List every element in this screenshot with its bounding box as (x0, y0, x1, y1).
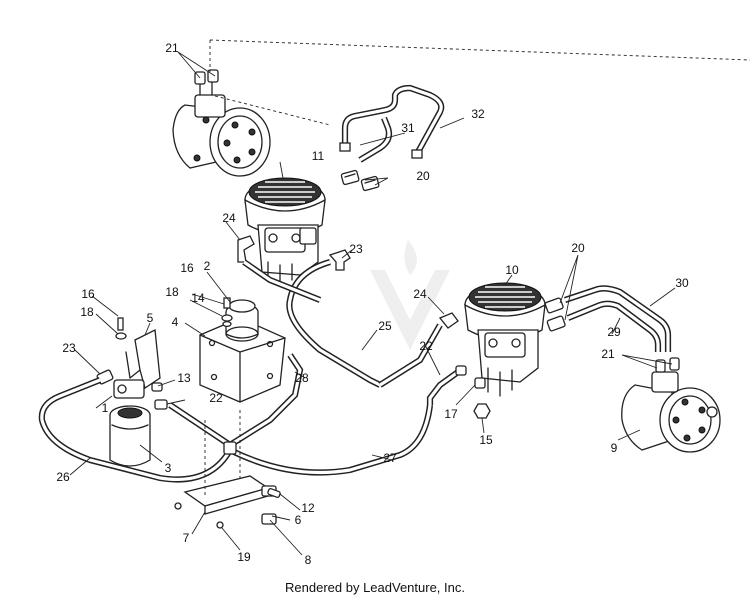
leader-lines (69, 51, 676, 556)
callout-14: 14 (191, 291, 205, 305)
callout-17: 17 (444, 407, 458, 421)
callout-28: 28 (295, 371, 309, 385)
elbow-fitting-24-right[interactable] (438, 312, 459, 329)
callout-3: 3 (165, 461, 172, 475)
nut-15[interactable] (473, 403, 491, 419)
bolt-7-left (174, 502, 182, 510)
filter-adaptor[interactable] (96, 369, 145, 399)
bolt-12[interactable] (267, 488, 281, 498)
callout-1: 1 (102, 401, 109, 415)
callout-18-alt-1: 18 (165, 285, 179, 299)
hydro-pump-right[interactable] (464, 282, 546, 397)
callout-labels: 1234567891011121314151616171818192020212… (56, 41, 689, 567)
callout-27: 27 (383, 451, 397, 465)
callout-15: 15 (479, 433, 493, 447)
callout-16: 16 (180, 261, 194, 275)
callout-6: 6 (295, 513, 302, 527)
callout-8: 8 (305, 553, 312, 567)
hoses[interactable] (38, 259, 460, 483)
callout-30: 30 (675, 276, 689, 290)
callout-19: 19 (237, 550, 251, 564)
bolt-16-reservoir[interactable] (221, 297, 233, 328)
callout-18: 18 (80, 305, 94, 319)
callout-22-alt-1: 22 (419, 339, 433, 353)
callout-9: 9 (611, 441, 618, 455)
callout-20: 20 (416, 169, 430, 183)
callout-20-alt-1: 20 (571, 241, 585, 255)
callout-31: 31 (401, 121, 415, 135)
wheel-motor-right[interactable] (621, 357, 721, 453)
callout-21: 21 (165, 41, 179, 55)
bolt-16-left[interactable] (115, 317, 127, 340)
callout-10: 10 (505, 263, 519, 277)
callout-25: 25 (378, 319, 392, 333)
watermark-logo (330, 230, 490, 380)
fittings-20-right[interactable] (544, 297, 566, 332)
callout-5: 5 (147, 311, 154, 325)
callout-24: 24 (222, 211, 236, 225)
hose-clamp-22-left[interactable] (154, 399, 168, 410)
callout-23: 23 (62, 341, 76, 355)
wheel-motor-left[interactable] (172, 69, 271, 177)
hose-clamp-22-right[interactable] (455, 365, 467, 376)
callout-12: 12 (301, 501, 315, 515)
footer-credit: Rendered by LeadVenture, Inc. (285, 580, 465, 595)
callout-29: 29 (607, 325, 621, 339)
oil-filter[interactable] (109, 405, 151, 467)
clip-8[interactable] (261, 513, 277, 525)
fitting-17[interactable] (474, 377, 486, 389)
filter-bracket[interactable] (125, 328, 161, 390)
hydraulic-tube-29-30[interactable] (564, 285, 672, 352)
elbow-fitting-24-left[interactable] (237, 235, 255, 263)
callout-24-alt-1: 24 (413, 287, 427, 301)
elbow-fitting-23-top[interactable] (328, 249, 351, 271)
callout-23-alt-1: 23 (349, 242, 363, 256)
fittings-20-top[interactable] (340, 169, 380, 192)
callout-16-alt-1: 16 (81, 287, 95, 301)
callout-22: 22 (209, 391, 223, 405)
bolt-19[interactable] (216, 521, 224, 529)
callout-2: 2 (204, 259, 211, 273)
callout-7: 7 (183, 531, 190, 545)
mounting-bracket-plate[interactable] (183, 410, 270, 515)
fitting-13[interactable] (151, 382, 163, 392)
callout-4: 4 (172, 315, 179, 329)
hydro-pump-left[interactable] (244, 177, 326, 283)
callout-13: 13 (177, 371, 191, 385)
callout-26: 26 (56, 470, 70, 484)
callout-32: 32 (471, 107, 485, 121)
reservoir-tank[interactable] (199, 303, 286, 403)
hydraulic-tube-31-32[interactable] (339, 84, 445, 163)
callout-21-alt-1: 21 (601, 347, 615, 361)
callout-11: 11 (312, 149, 325, 163)
reservoir-cap[interactable] (228, 299, 256, 313)
